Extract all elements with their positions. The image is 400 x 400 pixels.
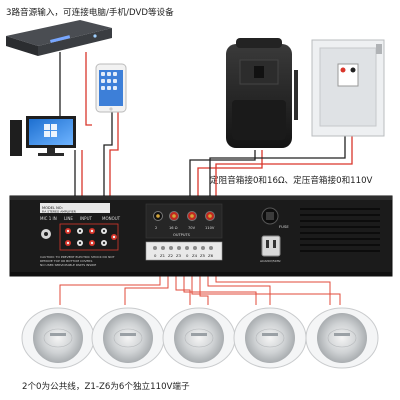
monout-label: MONOUT xyxy=(102,216,121,221)
zone-terminal-z6: Z6 xyxy=(208,253,214,258)
ceiling-speakers xyxy=(21,307,379,369)
caution-line-1: CAUTION: TO PREVENT ELECTRIC SHOCK DO NO… xyxy=(40,255,115,259)
caution-line-2: REMOVE TOP OR BOTTOM COVERS xyxy=(40,259,92,263)
zone-terminal-z2: Z2 xyxy=(168,253,174,258)
output-label-common: 2 xyxy=(155,226,157,230)
output-label-16ohm: 16 Ω xyxy=(169,226,178,230)
rca-jacks xyxy=(59,223,119,251)
phone-wire-red xyxy=(109,100,119,200)
phone-wire xyxy=(103,100,113,200)
zone-terminal-caption: 2个0为公共线，Z1-Z6为6个独立110V端子 xyxy=(22,382,190,392)
dvd-wire-red xyxy=(85,52,92,126)
desktop-computer xyxy=(10,116,76,156)
zone-terminal-z4: Z4 xyxy=(192,253,198,258)
ceiling-speaker-5 xyxy=(305,307,379,369)
source-wires xyxy=(59,52,119,200)
fuse-holder: FUSE xyxy=(261,207,289,229)
line-input-label: LINE xyxy=(64,216,73,221)
smartphone xyxy=(95,63,127,113)
output-label-70v: 70V xyxy=(188,226,196,230)
zone-terminal-0a: 0 xyxy=(154,253,157,258)
ceiling-speaker-3 xyxy=(162,307,236,369)
series-label: P.A STEREO AMPLIFIER xyxy=(42,210,76,214)
zone-terminal-z1: Z1 xyxy=(160,253,166,258)
zone-terminal-block: 0 Z1 Z2 Z3 0 Z4 Z5 Z6 xyxy=(145,241,223,261)
ceiling-speaker-1 xyxy=(21,307,95,369)
dvd-player xyxy=(6,20,112,56)
speaker-impedance-caption: 定阻音箱接0和16Ω、定压音箱接0和110V xyxy=(210,176,373,186)
source-input-caption: 3路音源输入，可连接电脑/手机/DVD等设备 xyxy=(6,8,174,18)
ceiling-speaker-2 xyxy=(91,307,165,369)
caution-line-3: NO USER SERVICEABLE PARTS INSIDE xyxy=(40,263,96,267)
ceiling-speaker-4 xyxy=(233,307,307,369)
fuse-label: FUSE xyxy=(279,224,289,229)
model-label: MODEL NO: xyxy=(42,206,63,210)
power-label: AC220V/50Hz xyxy=(260,259,281,263)
zone-terminal-z3: Z3 xyxy=(176,253,182,258)
zone-terminal-z5: Z5 xyxy=(200,253,206,258)
vent-slots xyxy=(300,208,380,252)
cabinet-speaker xyxy=(226,38,298,148)
outputs-title: OUTPUTS xyxy=(173,233,191,237)
output-label-110v: 110V xyxy=(205,226,215,230)
power-inlet: AC220V/50Hz xyxy=(260,235,281,263)
output-binding-posts: 2 16 Ω 70V 110V OUTPUTS xyxy=(145,203,223,239)
wall-speaker-back xyxy=(311,39,385,137)
amplifier-rear-panel: MODEL NO: P.A STEREO AMPLIFIER MIC 1 IN … xyxy=(9,195,393,277)
zone-terminal-0b: 0 xyxy=(186,253,189,258)
input-label: INPUT xyxy=(80,216,93,221)
mic-input-label: MIC 1 IN xyxy=(40,216,57,221)
